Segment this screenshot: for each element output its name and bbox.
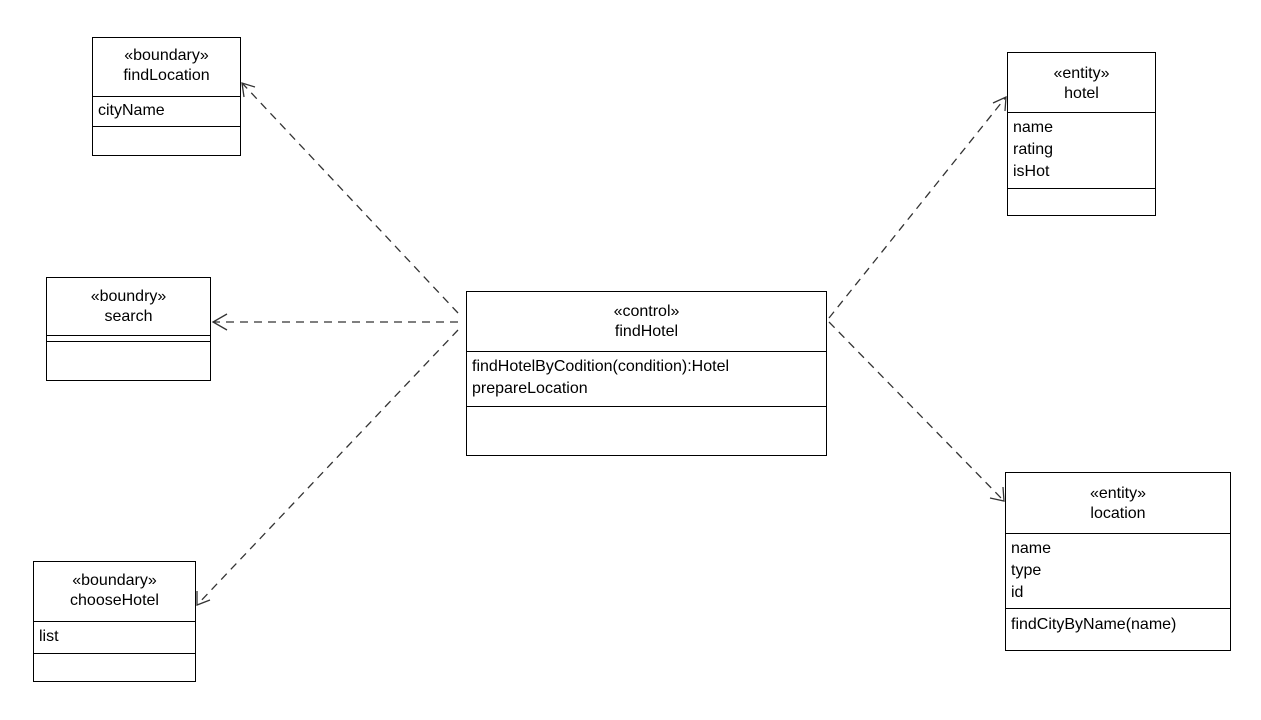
dependency-findhotel-location <box>828 321 1005 502</box>
class-findlocation[interactable]: «boundary» findLocation cityName <box>92 37 241 156</box>
attributes-compartment: name rating isHot <box>1008 113 1155 189</box>
class-header: «boundary» chooseHotel <box>34 562 195 622</box>
class-name: hotel <box>1064 85 1099 102</box>
class-header: «control» findHotel <box>467 292 826 352</box>
arrowhead-hotel <box>992 95 1007 112</box>
class-hotel[interactable]: «entity» hotel name rating isHot <box>1007 52 1156 216</box>
operations-compartment <box>1008 189 1155 215</box>
dependency-findhotel-choosehotel <box>196 329 459 606</box>
attribute: cityName <box>98 102 165 119</box>
attribute: isHot <box>1013 163 1050 180</box>
arrowhead-search <box>211 313 228 331</box>
attributes-compartment: name type id <box>1006 534 1230 609</box>
class-header: «boundry» search <box>47 278 210 336</box>
attribute: rating <box>1013 141 1054 158</box>
stereotype-label: «boundary» <box>72 572 157 589</box>
arrowhead-choosehotel <box>196 591 211 606</box>
stereotype-label: «boundary» <box>124 47 209 64</box>
attributes-compartment: cityName <box>93 97 240 127</box>
class-choosehotel[interactable]: «boundary» chooseHotel list <box>33 561 196 682</box>
stereotype-label: «boundry» <box>90 288 167 305</box>
operations-compartment <box>93 127 240 155</box>
attributes-compartment <box>47 336 210 342</box>
operations-compartment <box>47 342 210 380</box>
attribute: type <box>1011 562 1042 579</box>
stereotype-label: «entity» <box>1089 485 1147 502</box>
class-name: location <box>1090 505 1146 522</box>
class-name: search <box>104 308 153 325</box>
stereotype-label: «entity» <box>1053 65 1110 82</box>
class-name: findLocation <box>123 67 210 84</box>
attribute: name <box>1013 119 1054 136</box>
operations-compartment <box>34 654 195 681</box>
attributes-compartment: list <box>34 622 195 654</box>
operation: findCityByName(name) <box>1011 616 1177 633</box>
attribute: id <box>1011 584 1024 601</box>
class-name: chooseHotel <box>70 592 159 609</box>
dependency-findhotel-hotel <box>828 96 1007 319</box>
arrowhead-findlocation <box>241 82 256 98</box>
class-search[interactable]: «boundry» search <box>46 277 211 381</box>
class-header: «boundary» findLocation <box>93 38 240 97</box>
class-location[interactable]: «entity» location name type id findCityB… <box>1005 472 1231 651</box>
class-header: «entity» location <box>1006 473 1230 534</box>
attribute: name <box>1011 540 1052 557</box>
arrowhead-location <box>989 486 1005 502</box>
stereotype-label: «control» <box>613 303 680 320</box>
class-header: «entity» hotel <box>1008 53 1155 113</box>
operations-compartment <box>467 407 826 455</box>
attributes-compartment: findHotelByCodition(condition):Hotel pre… <box>467 352 826 407</box>
class-findhotel[interactable]: «control» findHotel findHotelByCodition(… <box>466 291 827 456</box>
attribute: list <box>39 628 59 645</box>
dependency-findhotel-findlocation <box>241 82 459 314</box>
class-name: findHotel <box>614 323 679 340</box>
attribute: prepareLocation <box>472 380 588 397</box>
operations-compartment: findCityByName(name) <box>1006 609 1230 650</box>
attribute: findHotelByCodition(condition):Hotel <box>472 358 730 375</box>
